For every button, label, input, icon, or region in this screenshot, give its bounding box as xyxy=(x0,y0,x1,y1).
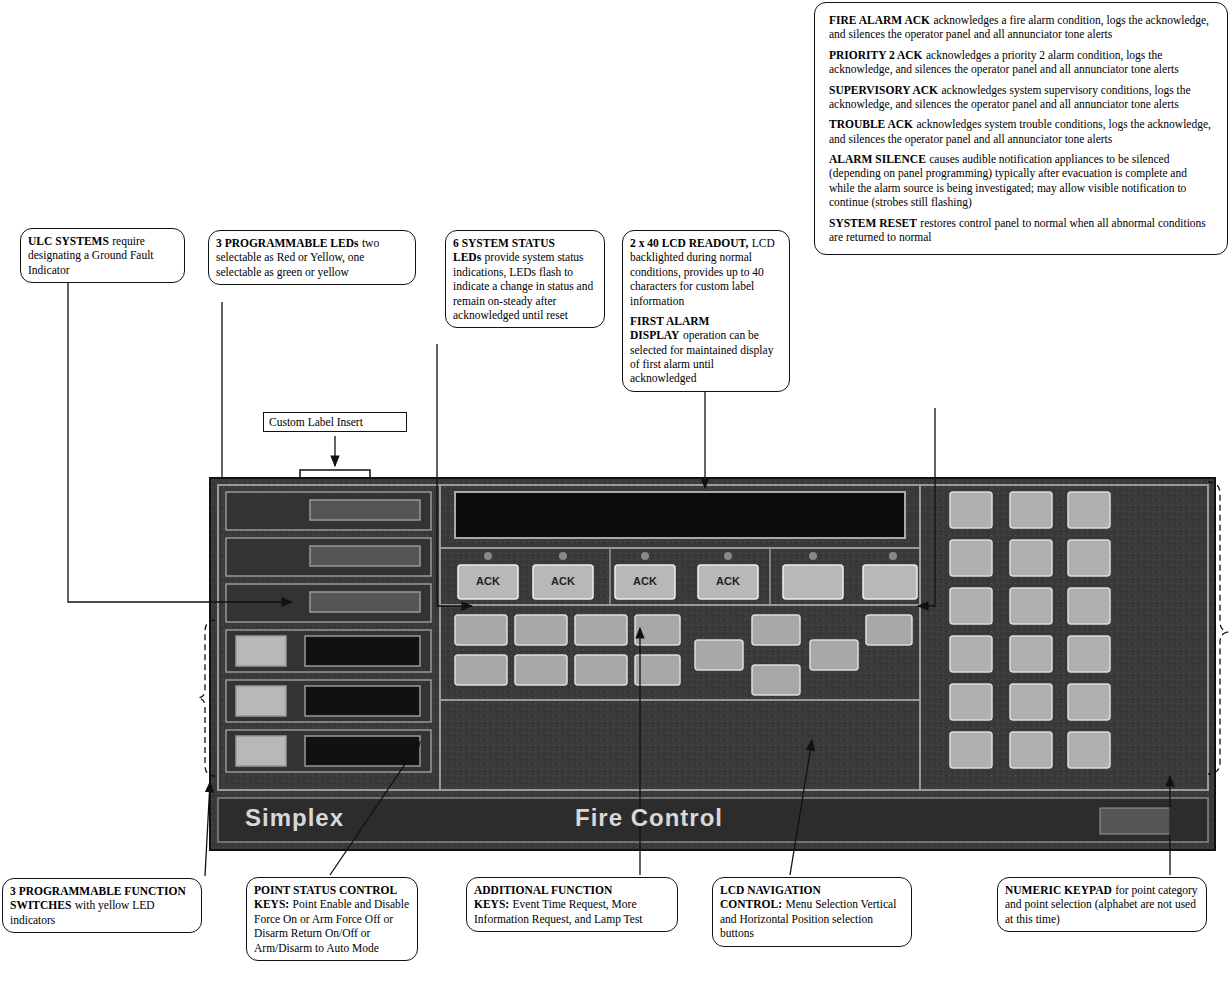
button-label: ACK xyxy=(551,575,575,587)
callout-box: LCD NAVIGATION CONTROL:Menu Selection Ve… xyxy=(712,877,912,947)
callout-heading: FIRE ALARM ACK xyxy=(829,14,930,26)
callout-heading: SUPERVISORY ACK xyxy=(829,84,938,96)
paragraph: SYSTEM RESETrestores control panel to no… xyxy=(829,216,1213,245)
key-legend-box: FIRE ALARM ACKacknowledges a fire alarm … xyxy=(814,2,1228,255)
callout-text: Custom Label Insert xyxy=(269,416,363,428)
paragraph: 3 PROGRAMMABLE FUNCTION SWITCHESwith yel… xyxy=(10,884,194,927)
paragraph: 6 SYSTEM STATUS LEDsprovide system statu… xyxy=(453,236,597,322)
callout-box: ADDITIONAL FUNCTION KEYS:Event Time Requ… xyxy=(466,877,678,932)
ack-buttons xyxy=(458,552,917,599)
paragraph: NUMERIC KEYPADfor point category and poi… xyxy=(1005,883,1199,926)
numeric-keypad xyxy=(950,492,1110,768)
callout-box: 3 PROGRAMMABLE LEDstwo selectable as Red… xyxy=(208,230,416,285)
paragraph: ULC SYSTEMSrequire designating a Ground … xyxy=(28,234,177,277)
paragraph: SUPERVISORY ACKacknowledges system super… xyxy=(829,83,1213,112)
callout-box: 2 x 40 LCD READOUT,LCD backlighted durin… xyxy=(622,230,790,392)
callout-heading: ALARM SILENCE xyxy=(829,153,926,165)
callout-heading: TROUBLE ACK xyxy=(829,118,913,130)
model-badge xyxy=(1100,808,1170,834)
paragraph: 2 x 40 LCD READOUT,LCD backlighted durin… xyxy=(630,236,782,308)
paragraph: 3 PROGRAMMABLE LEDstwo selectable as Red… xyxy=(216,236,408,279)
callout-heading: ULC SYSTEMS xyxy=(28,235,109,247)
callout-heading: SYSTEM RESET xyxy=(829,217,917,229)
lcd-screen xyxy=(455,492,905,538)
label-tag: Custom Label Insert xyxy=(263,412,407,432)
callout-heading: PRIORITY 2 ACK xyxy=(829,49,923,61)
button-label: ACK xyxy=(476,575,500,587)
button-label: ACK xyxy=(716,575,740,587)
paragraph: FIRE ALARM ACKacknowledges a fire alarm … xyxy=(829,13,1213,42)
bracket xyxy=(1208,482,1227,774)
paragraph: POINT STATUS CONTROL KEYS:Point Enable a… xyxy=(254,883,410,955)
paragraph: LCD NAVIGATION CONTROL:Menu Selection Ve… xyxy=(720,883,904,941)
callout-box: 3 PROGRAMMABLE FUNCTION SWITCHESwith yel… xyxy=(2,878,202,933)
paragraph: PRIORITY 2 ACKacknowledges a priority 2 … xyxy=(829,48,1213,77)
panel-housing xyxy=(210,478,1215,850)
callout-box: 6 SYSTEM STATUS LEDsprovide system statu… xyxy=(445,230,605,328)
control-keys xyxy=(455,615,912,695)
brand-logo: Simplex xyxy=(245,804,344,832)
panel-title: Fire Control xyxy=(575,804,723,832)
callout-heading: 3 PROGRAMMABLE LEDs xyxy=(216,237,358,249)
callout-box: NUMERIC KEYPADfor point category and poi… xyxy=(997,877,1207,932)
paragraph: TROUBLE ACKacknowledges system trouble c… xyxy=(829,117,1213,146)
callout-box: ULC SYSTEMSrequire designating a Ground … xyxy=(20,228,185,283)
led-rows xyxy=(226,492,431,772)
bracket xyxy=(198,620,215,776)
paragraph: Custom Label Insert xyxy=(269,415,401,429)
callout-box: POINT STATUS CONTROL KEYS:Point Enable a… xyxy=(246,877,418,961)
paragraph: FIRST ALARM DISPLAYoperation can be sele… xyxy=(630,314,782,386)
paragraph: ALARM SILENCEcauses audible notification… xyxy=(829,152,1213,210)
leader-lines xyxy=(68,280,1170,876)
button-label: ACK xyxy=(633,575,657,587)
paragraph: ADDITIONAL FUNCTION KEYS:Event Time Requ… xyxy=(474,883,670,926)
callout-heading: NUMERIC KEYPAD xyxy=(1005,884,1112,896)
panel-frame xyxy=(218,485,1208,790)
callout-heading: 2 x 40 LCD READOUT, xyxy=(630,237,748,249)
